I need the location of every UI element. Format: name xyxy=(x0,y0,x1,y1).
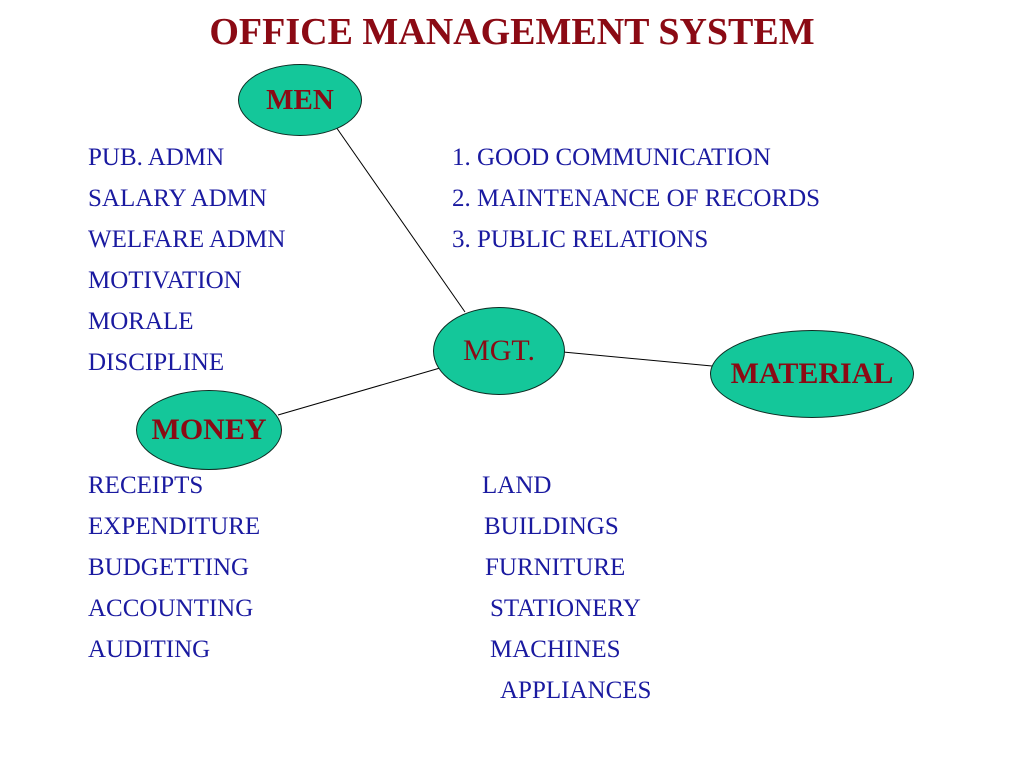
node-men-label: MEN xyxy=(266,83,334,116)
material-item: APPLIANCES xyxy=(500,677,652,704)
line-money-mgt xyxy=(277,367,441,416)
money-item: RECEIPTS xyxy=(88,472,204,499)
money-item: AUDITING xyxy=(88,636,211,663)
node-money-label: MONEY xyxy=(151,413,267,446)
node-material-label: MATERIAL xyxy=(730,357,894,390)
node-mgt-label: MGT. xyxy=(463,334,535,367)
money-item: EXPENDITURE xyxy=(88,513,261,540)
node-material: MATERIAL xyxy=(710,330,914,418)
men-item: PUB. ADMN xyxy=(88,144,225,171)
material-item: BUILDINGS xyxy=(484,513,619,540)
money-item: ACCOUNTING xyxy=(88,595,254,622)
men-item: DISCIPLINE xyxy=(88,349,225,376)
node-men: MEN xyxy=(238,64,362,136)
men-item: MORALE xyxy=(88,308,194,335)
men-item: WELFARE ADMN xyxy=(88,226,286,253)
men-item: MOTIVATION xyxy=(88,267,242,294)
line-men-mgt xyxy=(335,126,466,313)
mgt-item: 2. MAINTENANCE OF RECORDS xyxy=(452,185,821,212)
mgt-item: 3. PUBLIC RELATIONS xyxy=(452,226,709,253)
line-mgt-material xyxy=(562,351,713,367)
mgt-item: 1. GOOD COMMUNICATION xyxy=(452,144,771,171)
material-item: MACHINES xyxy=(490,636,621,663)
diagram-title: OFFICE MANAGEMENT SYSTEM xyxy=(209,11,815,53)
material-item: LAND xyxy=(482,472,552,499)
material-item: STATIONERY xyxy=(490,595,641,622)
men-item: SALARY ADMN xyxy=(88,185,267,212)
money-item: BUDGETTING xyxy=(88,554,250,581)
material-item: FURNITURE xyxy=(485,554,626,581)
node-money: MONEY xyxy=(136,390,282,470)
node-mgt: MGT. xyxy=(433,307,565,395)
